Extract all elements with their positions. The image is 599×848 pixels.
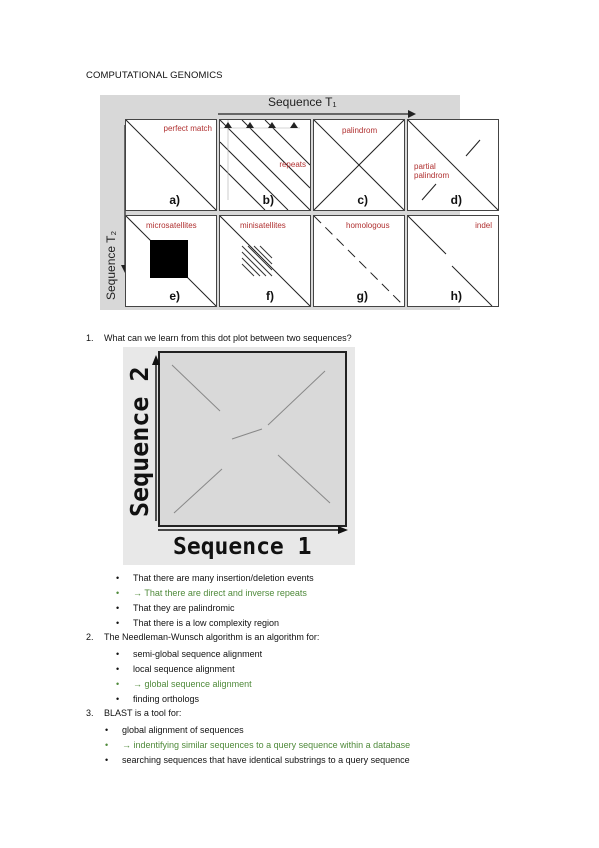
sequence-1-axis-label: Sequence 1 <box>173 534 312 560</box>
figure-x-axis-label: Sequence T₁ <box>218 95 416 118</box>
dotplot-cell-microsatellites: microsatellites e) <box>125 215 217 307</box>
dotplot-cell-repeats: repeats b) <box>219 119 311 211</box>
answer-option[interactable]: •searching sequences that have identical… <box>105 755 410 765</box>
dotplot-cell-palindrom: palindrom c) <box>313 119 405 211</box>
figure-y-axis-label: Sequence T₂ <box>104 230 118 300</box>
x-axis-arrow-icon <box>218 110 416 118</box>
sequence-2-axis-label: Sequence 2 <box>125 366 154 517</box>
document-title: COMPUTATIONAL GENOMICS <box>86 70 223 81</box>
dotplot-cell-minisatellites: minisatellites f) <box>219 215 311 307</box>
question-1: 1.What can we learn from this dot plot b… <box>86 333 352 343</box>
question-3: 3.BLAST is a tool for: <box>86 708 182 718</box>
dot-plot-area <box>158 351 347 527</box>
dotplot-cell-partial-palindrom: partial palindrom d) <box>407 119 499 211</box>
question-2-options: •semi-global sequence alignment •local s… <box>116 647 263 707</box>
dotplot-cell-perfect-match: perfect match a) <box>125 119 217 211</box>
dot-plot-sequence-figure: Sequence 2 Sequence 1 <box>123 347 355 565</box>
dotplot-cell-indel: indel h) <box>407 215 499 307</box>
dot-plot-types-figure: Sequence T₁ Sequence T₂ perfect match a)… <box>100 95 499 310</box>
question-3-options: •global alignment of sequences •→ indent… <box>105 723 411 768</box>
question-1-options: •That there are many insertion/deletion … <box>116 571 314 631</box>
answer-option[interactable]: •semi-global sequence alignment <box>116 649 263 659</box>
y-axis-arrow-icon <box>152 355 160 521</box>
dotplot-cell-homologous: homologous g) <box>313 215 405 307</box>
answer-option[interactable]: •finding orthologs <box>116 694 200 704</box>
question-2: 2.The Needleman-Wunsch algorithm is an a… <box>86 632 320 642</box>
answer-option[interactable]: •global alignment of sequences <box>105 725 244 735</box>
answer-option[interactable]: •That there is a low complexity region <box>116 618 280 628</box>
answer-option[interactable]: •That they are palindromic <box>116 603 235 613</box>
answer-option[interactable]: •That there are many insertion/deletion … <box>116 573 314 583</box>
answer-option-correct[interactable]: •→ global sequence alignment <box>116 679 252 689</box>
answer-option-correct[interactable]: •→ indentifying similar sequences to a q… <box>105 740 411 750</box>
x-axis-arrow-icon <box>158 526 348 534</box>
answer-option[interactable]: •local sequence alignment <box>116 664 235 674</box>
answer-option-correct[interactable]: •→ That there are direct and inverse rep… <box>116 588 307 598</box>
